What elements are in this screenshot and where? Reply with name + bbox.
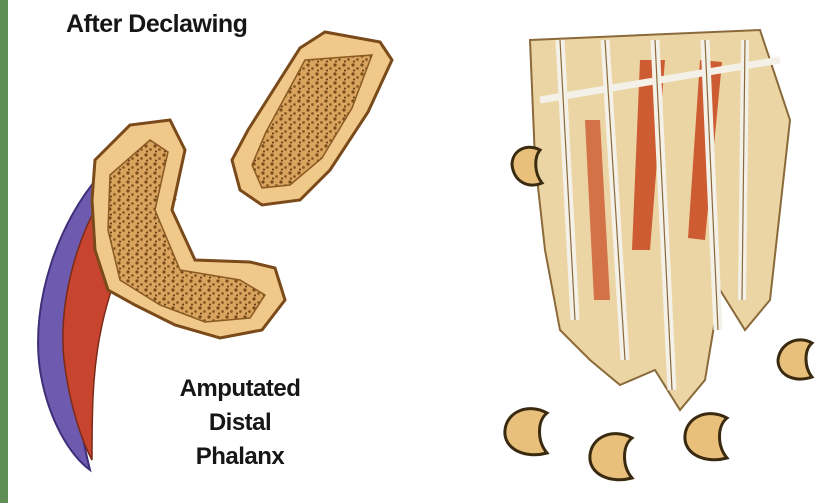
severed-bone (232, 32, 392, 205)
caption-line: Amputated (150, 372, 330, 406)
paw-tendons (530, 30, 790, 410)
heading: After Declawing (66, 10, 247, 39)
caption: Amputated Distal Phalanx (150, 372, 330, 474)
caption-line: Phalanx (150, 440, 330, 474)
caption-line: Distal (150, 406, 330, 440)
